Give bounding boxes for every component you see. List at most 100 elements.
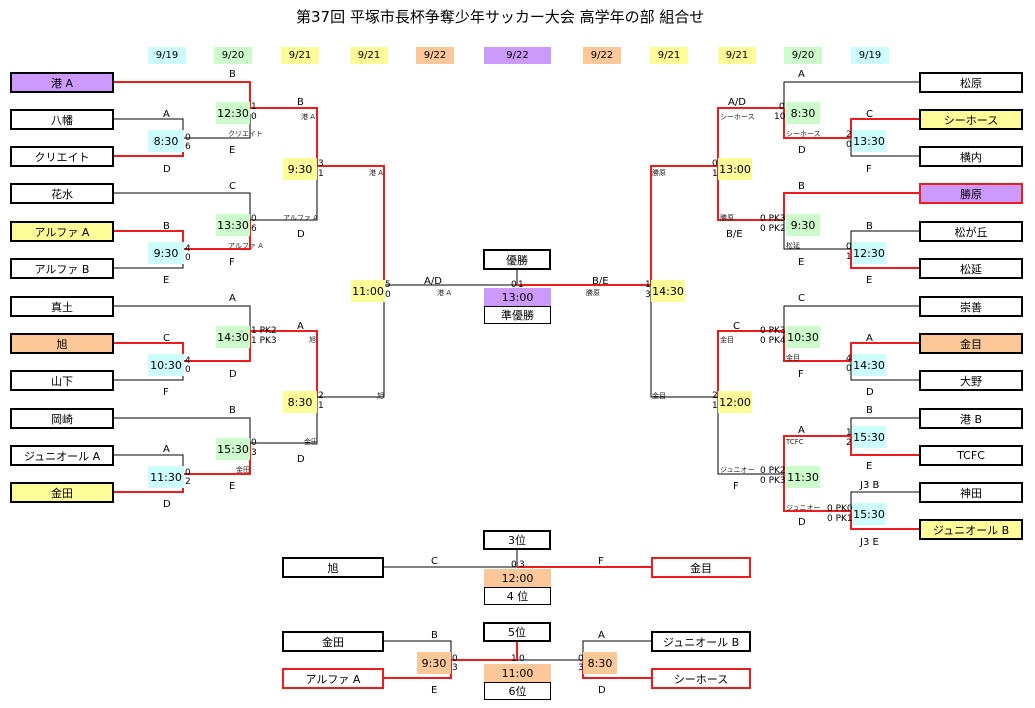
left-team: 花水 (10, 183, 114, 204)
bracket-annotation: D (866, 387, 874, 398)
match-time: 9:30 (283, 158, 317, 180)
bracket-annotation: 0 (251, 438, 257, 448)
match-time: 14:30 (852, 354, 886, 376)
right-team: 松原 (919, 72, 1023, 93)
winner-path (717, 330, 784, 397)
bracket-annotation: 0 (385, 290, 391, 300)
bracket-annotation: B (229, 69, 236, 80)
bracket-annotation: B (431, 630, 438, 641)
bracket-annotation: 0 PK3 (760, 214, 786, 224)
bracket-annotation: 4 (185, 356, 191, 366)
winner-path (317, 165, 385, 285)
left-team: 山下 (10, 370, 114, 391)
date-label: 9/22 (484, 47, 551, 64)
bracket-annotation: B (163, 221, 170, 232)
winner-path (250, 107, 318, 166)
bracket-annotation: 旭 (309, 336, 316, 344)
right-team: シーホース (919, 109, 1023, 130)
bracket-annotation: 港 A (437, 289, 452, 297)
bracket-annotation: C (866, 109, 873, 120)
bracket-annotation: D (297, 454, 305, 465)
bracket-annotation: E (431, 685, 438, 696)
right-team: 勝原 (919, 183, 1023, 204)
match-time: 13:30 (216, 214, 250, 236)
bracket-annotation: A (229, 293, 236, 304)
date-label: 9/20 (784, 47, 822, 64)
bracket-annotation: 0 (846, 364, 852, 374)
right-team: 松が丘 (919, 221, 1023, 242)
bracket-annotation: B (297, 97, 304, 108)
left-team: アルファ A (10, 221, 114, 242)
match-time: 15:30 (852, 503, 886, 525)
bracket-annotation: 1 (318, 169, 324, 179)
bracket-annotation: 勝原 (586, 289, 600, 297)
right-team: 松延 (919, 258, 1023, 279)
bracket-path (850, 230, 919, 249)
match-time: 9:30 (148, 242, 184, 264)
bracket-annotation: A (598, 630, 605, 641)
left-team: 真土 (10, 296, 114, 317)
bracket-path (317, 285, 385, 398)
bracket-annotation: 0 PK0 (827, 504, 853, 514)
bracket-annotation: E (866, 275, 873, 286)
bracket-path (250, 166, 318, 221)
bracket-annotation: 0 (511, 560, 517, 570)
bracket-annotation: 0 (251, 214, 257, 224)
match-time: 15:30 (852, 426, 886, 448)
right-team: ジュニオール B (919, 519, 1023, 540)
fifth-left-team-1: 金田 (282, 631, 384, 652)
bracket-path (783, 81, 919, 108)
winner-path (783, 331, 851, 362)
bracket-annotation: A/D (424, 276, 442, 287)
bracket-annotation: 0 PK3 (760, 326, 786, 336)
bracket-annotation: F (798, 369, 804, 380)
bracket-annotation: A (163, 444, 170, 455)
date-label: 9/22 (583, 47, 621, 64)
bracket-annotation: F (598, 556, 604, 567)
bracket-annotation: 金田 (304, 438, 318, 446)
bracket-annotation: 1 (846, 428, 852, 438)
date-label: 9/20 (214, 47, 252, 64)
bracket-path (850, 138, 919, 157)
left-team: ジュニオール A (10, 445, 114, 466)
bracket-annotation: 1 (518, 280, 524, 290)
bracket-annotation: D (229, 369, 237, 380)
champion-box: 優勝 (483, 249, 551, 270)
bracket-annotation: D (163, 499, 171, 510)
bracket-annotation: J3 B (860, 480, 880, 491)
winner-path (783, 474, 851, 512)
bracket-annotation: 6 (251, 224, 257, 234)
bracket-annotation: 2 (846, 130, 852, 140)
bracket-annotation: 0 (452, 654, 458, 664)
match-time: 13:00 (484, 288, 551, 306)
bracket-annotation: 勝原 (720, 214, 734, 222)
match-time: 8:30 (583, 652, 617, 674)
third-left-team: 旭 (282, 557, 384, 578)
match-time: 9:30 (786, 214, 820, 236)
match-time: 12:30 (852, 242, 886, 264)
bracket-annotation: 0 (519, 654, 525, 664)
bracket-path (717, 397, 784, 475)
winner-path (783, 435, 851, 474)
bracket-annotation: 0 PK1 (827, 514, 853, 524)
bracket-annotation: A (297, 321, 304, 332)
right-team: 金目 (919, 333, 1023, 354)
date-label: 9/22 (416, 47, 454, 64)
left-team: 港 A (10, 72, 114, 93)
bracket-annotation: F (866, 164, 872, 175)
date-label: 9/21 (281, 47, 319, 64)
match-time: 8:30 (283, 391, 317, 413)
bracket-annotation: C (163, 333, 170, 344)
bracket-annotation: 金目 (786, 354, 800, 362)
bracket-annotation: 3 (452, 663, 458, 673)
winner-path (850, 436, 919, 456)
bracket-annotation: E (866, 461, 873, 472)
bracket-annotation: 金目 (652, 392, 666, 400)
fourth-place-box: 4 位 (484, 587, 551, 605)
bracket-annotation: 0 (846, 242, 852, 252)
winner-path (783, 192, 919, 220)
bracket-annotation: 6 (185, 142, 191, 152)
bracket-annotation: クリエイト (228, 130, 263, 138)
bracket-annotation: 金田 (236, 466, 250, 474)
right-team: 横内 (919, 146, 1023, 167)
